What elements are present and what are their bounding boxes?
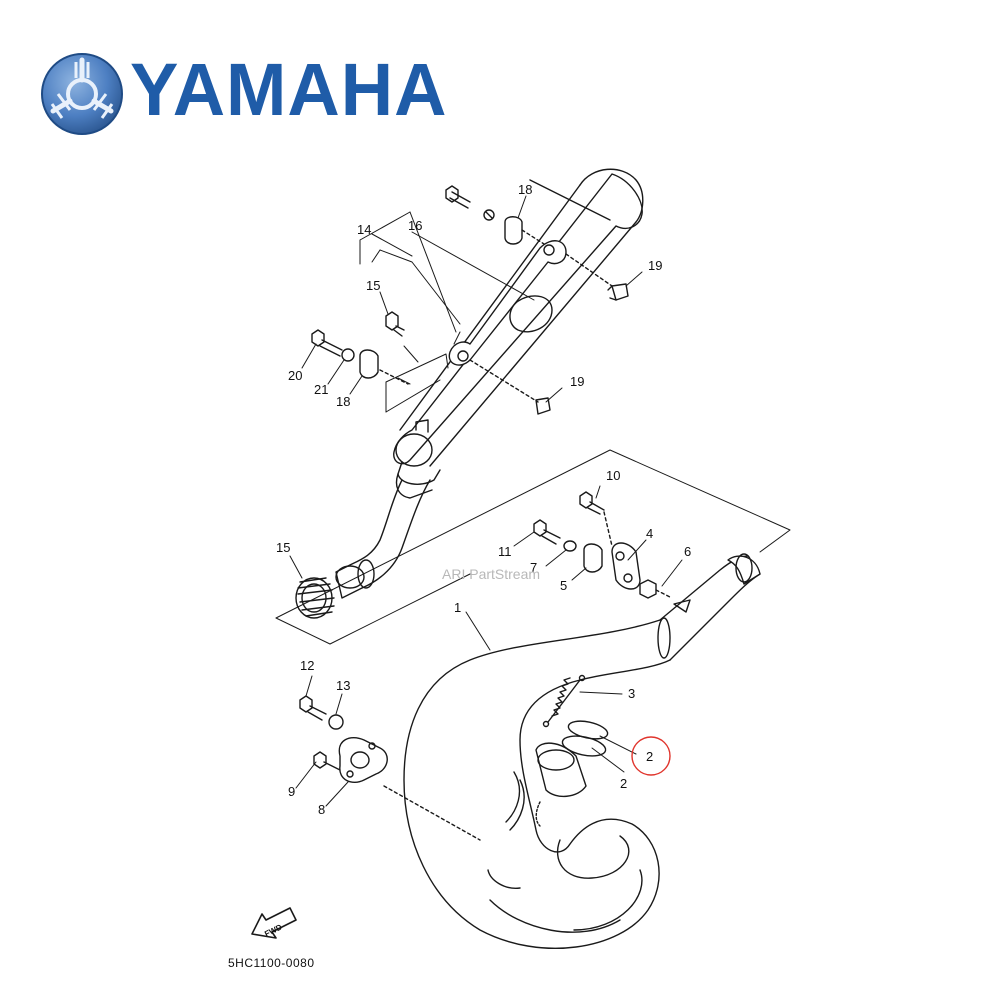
callout-label: 21	[314, 382, 328, 397]
bolt-19-upper	[565, 253, 629, 301]
brand-wordmark: YAMAHA	[130, 48, 448, 131]
tail-pipe	[335, 479, 431, 599]
callout-label: 14	[357, 222, 371, 237]
part-14-gasket	[295, 577, 335, 619]
bracket-4	[611, 542, 641, 590]
callout-label: 19	[570, 374, 584, 389]
muffler-frame	[359, 211, 461, 413]
callout-label: 9	[288, 784, 295, 799]
callout-label: 1	[454, 600, 461, 615]
bolt-20-washer-21-grommet-18	[311, 329, 409, 385]
callout-label: 15	[276, 540, 290, 555]
callout-label: 11	[498, 544, 512, 559]
callout-label-highlighted: 2	[646, 749, 653, 764]
callout-label: 18	[518, 182, 532, 197]
bolt-11-washer-7-grommet-5	[533, 519, 603, 573]
callout-label: 10	[606, 468, 620, 483]
callout-label: 5	[560, 578, 567, 593]
bolt-18-upper	[445, 185, 545, 245]
callout-label: 4	[646, 526, 653, 541]
callout-label: 13	[336, 678, 350, 693]
leader-lines	[289, 195, 683, 807]
bolt-6	[639, 579, 673, 599]
flange-8	[338, 737, 481, 841]
spring-3	[542, 674, 586, 728]
callout-label: 19	[648, 258, 662, 273]
gaskets-2	[561, 720, 609, 757]
callout-label: 15	[366, 278, 380, 293]
callout-label: 2	[620, 776, 627, 791]
tuning-fork-emblem-icon	[41, 53, 123, 135]
bolt-16	[385, 311, 405, 337]
muffler	[385, 160, 644, 499]
highlight-circle	[631, 736, 671, 776]
callout-label: 20	[288, 368, 302, 383]
callout-label: 12	[300, 658, 314, 673]
forward-arrow-icon	[251, 907, 297, 939]
callout-label: 16	[408, 218, 422, 233]
callout-label: 3	[628, 686, 635, 701]
callout-label: 8	[318, 802, 325, 817]
bolt-9	[313, 751, 341, 771]
cylinder-flange	[505, 742, 587, 831]
callout-label: 7	[530, 560, 537, 575]
bracket-group-frame	[275, 449, 791, 645]
callout-label: 18	[336, 394, 350, 409]
watermark: ARI PartStream	[442, 566, 541, 582]
document-number: 5HC1100-0080	[228, 956, 315, 970]
callout-label: 6	[684, 544, 691, 559]
exhaust-header-pipe	[403, 553, 761, 950]
bolt-10	[579, 491, 613, 547]
yamaha-logo: YAMAHA	[40, 48, 447, 140]
